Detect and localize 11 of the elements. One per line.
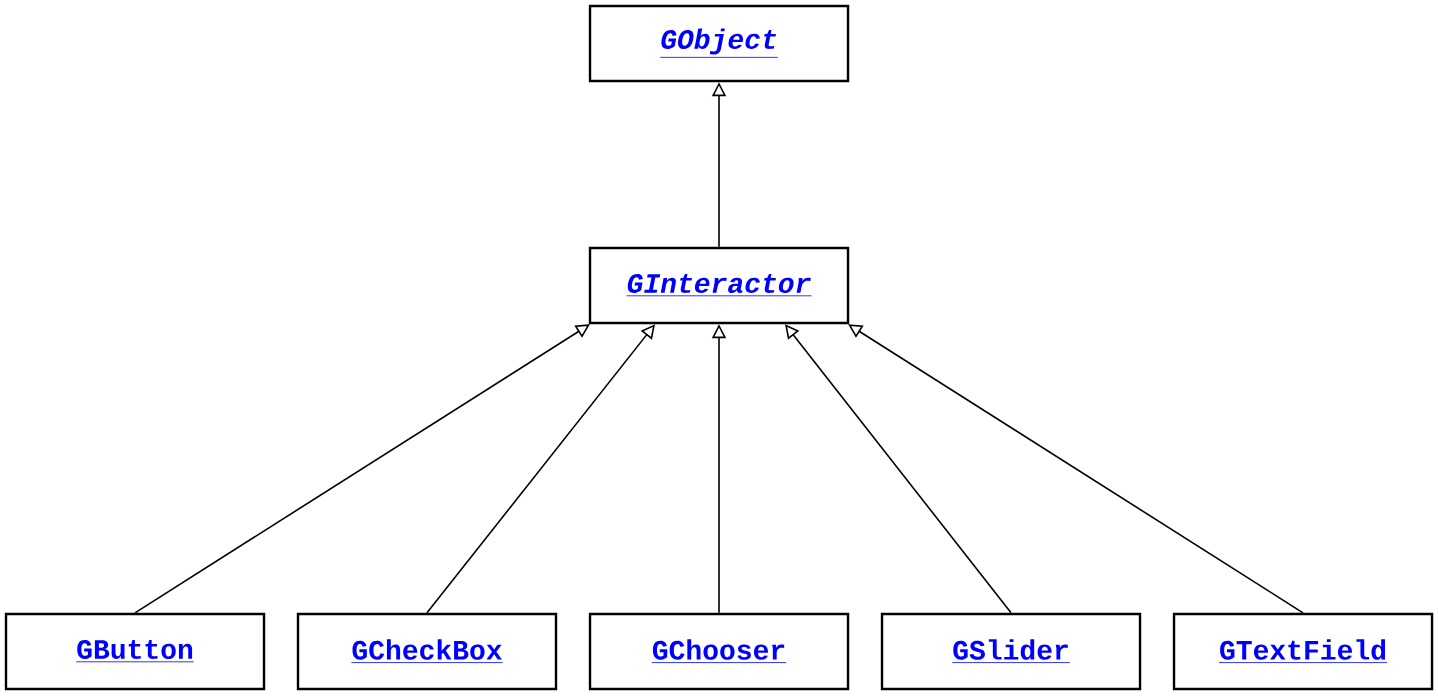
inheritance-arrow: [134, 324, 590, 614]
inheritance-arrow: [785, 324, 1012, 614]
class-box: GInteractor: [588, 246, 850, 325]
inheritance-arrow: [426, 324, 655, 614]
class-box: GCheckBox: [296, 612, 558, 691]
class-box: GTextField: [1172, 612, 1434, 691]
class-box: GObject: [588, 4, 850, 83]
class-box: GSlider: [880, 612, 1142, 691]
inheritance-arrow: [848, 324, 1304, 614]
class-box: GChooser: [588, 612, 850, 691]
class-box: GButton: [4, 612, 266, 691]
